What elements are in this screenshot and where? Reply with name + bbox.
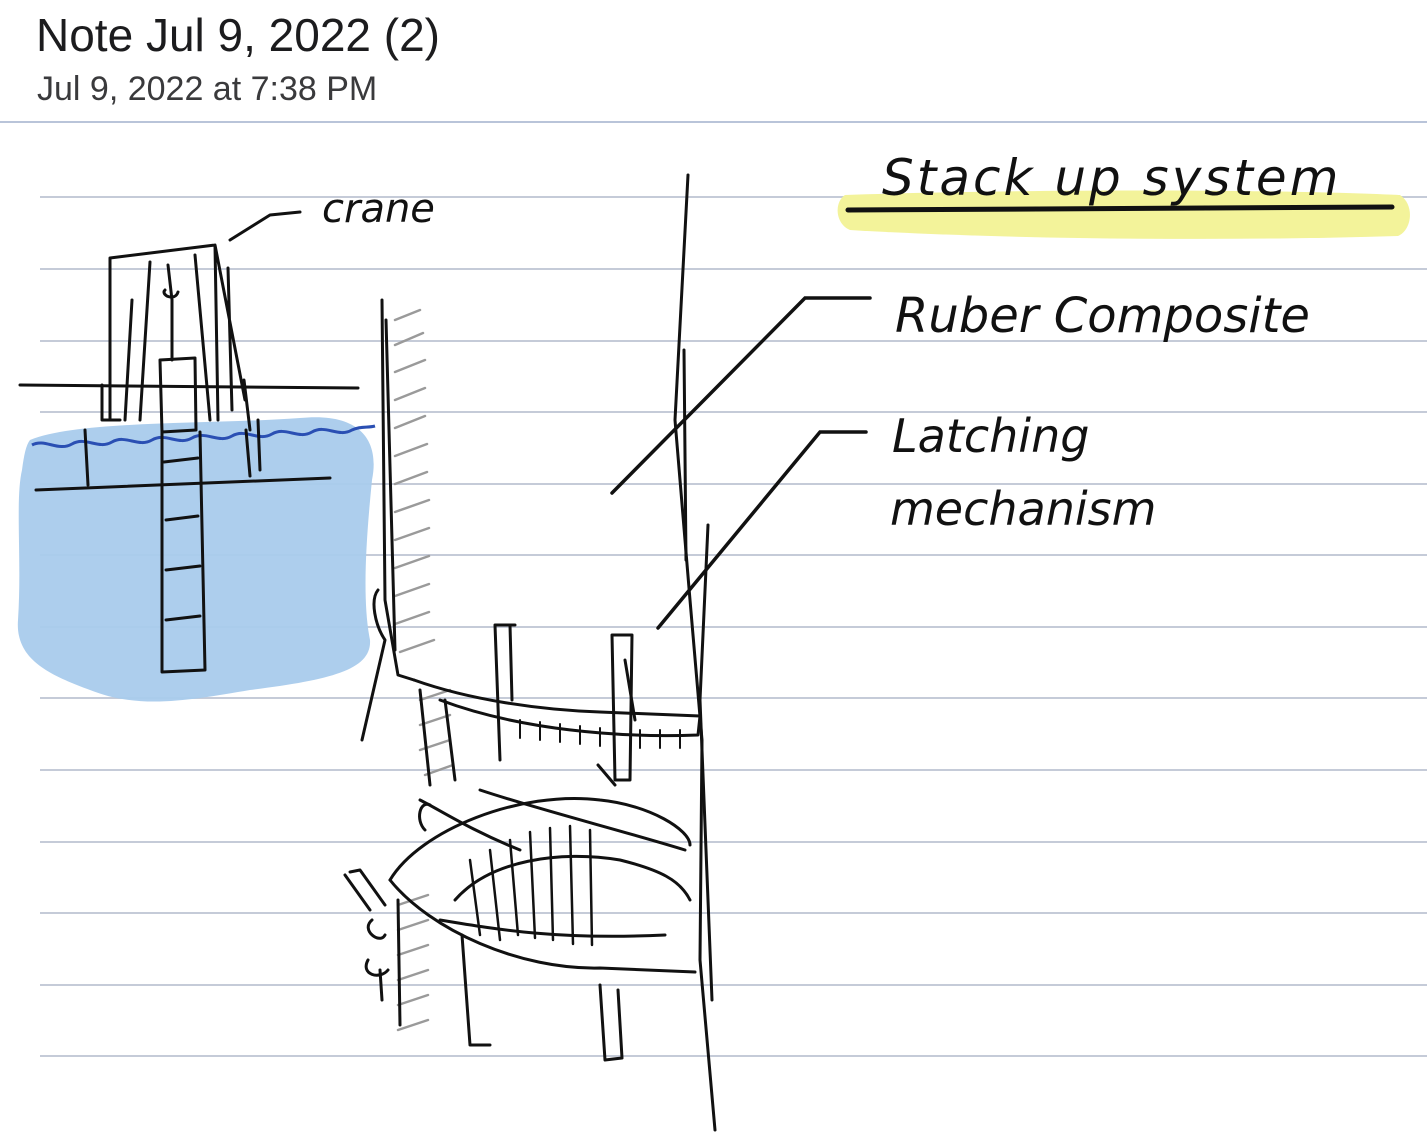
label-latching-line2: mechanism xyxy=(890,482,1156,536)
label-latching-line1: Latching xyxy=(892,409,1089,463)
water-fill xyxy=(18,417,374,701)
label-heading: Stack up system xyxy=(882,149,1341,207)
label-rubber-composite: Ruber Composite xyxy=(895,288,1310,344)
pile-sketch xyxy=(345,175,715,1130)
heading-underline xyxy=(848,207,1392,210)
label-crane: crane xyxy=(322,186,435,232)
leader-lines xyxy=(612,298,870,628)
